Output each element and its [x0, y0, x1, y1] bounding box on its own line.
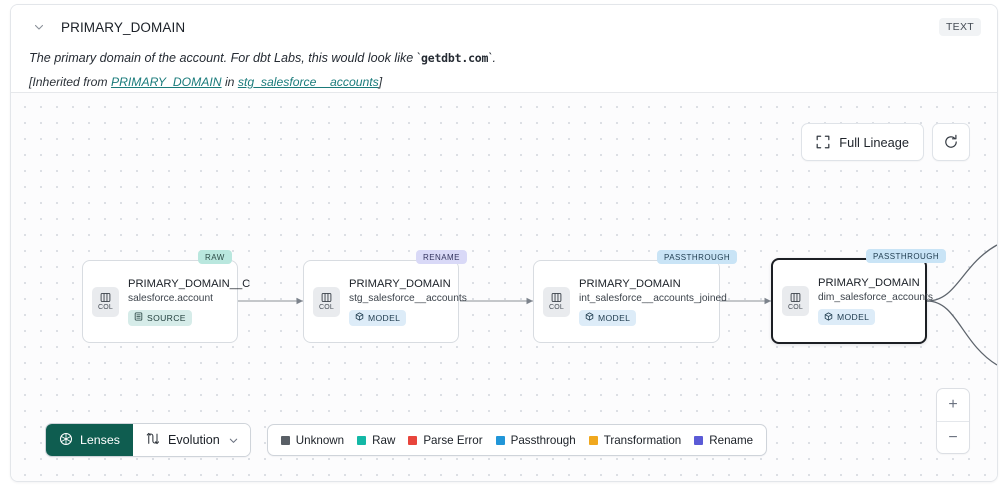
evolution-label: Evolution — [167, 433, 220, 447]
node-2-chip-label: COL — [319, 304, 334, 311]
lineage-node-1[interactable]: RAW COL PRIMARY_DOMAIN__C salesforce.acc… — [82, 250, 251, 343]
node-1-subtitle: salesforce.account — [128, 292, 213, 304]
legend-swatch-rename — [694, 435, 704, 445]
description-text-pre: The primary domain of the account. For d… — [29, 51, 421, 65]
node-4-transform-pill: PASSTHROUGH — [866, 249, 947, 263]
chevron-down-icon — [228, 435, 239, 446]
column-description: The primary domain of the account. For d… — [29, 50, 981, 66]
page-title: PRIMARY_DOMAIN — [61, 19, 186, 35]
inherited-mid: in — [221, 75, 238, 89]
node-4-subtitle: dim_salesforce_accounts — [818, 292, 933, 303]
node-4-kind-badge: MODEL — [818, 309, 876, 325]
column-icon: COL — [92, 286, 119, 317]
legend-label-passthrough: Passthrough — [510, 433, 576, 447]
legend-label-transformation: Transformation — [603, 433, 682, 447]
description-text-post: `. — [488, 51, 496, 65]
node-2-kind-label: MODEL — [368, 312, 401, 323]
lineage-node-2[interactable]: RENAME COL PRIMARY_DOMAIN stg_salesforce… — [303, 250, 467, 343]
evolution-icon — [145, 431, 160, 449]
lineage-legend: Unknown Raw Parse Error Passthrough — [266, 424, 768, 456]
zoom-in-button[interactable]: + — [948, 396, 958, 413]
status-badge: TEXT — [938, 18, 981, 36]
database-icon — [134, 312, 143, 323]
legend-label-raw: Raw — [372, 433, 396, 447]
node-3-transform-pill: PASSTHROUGH — [657, 250, 738, 264]
node-3-column-name: PRIMARY_DOMAIN — [579, 277, 681, 290]
lineage-node-3[interactable]: PASSTHROUGH COL PRIMARY_DOMAIN int_sales… — [533, 250, 738, 343]
inherited-model-link[interactable]: stg_salesforce__accounts — [237, 75, 379, 89]
node-3-subtitle: int_salesforce__accounts_joined — [579, 292, 727, 304]
full-lineage-button[interactable]: Full Lineage — [801, 123, 924, 161]
expand-icon — [816, 135, 830, 149]
description-code: getdbt.com — [421, 51, 489, 65]
legend-swatch-parse-error — [408, 435, 418, 445]
legend-item-passthrough: Passthrough — [495, 433, 576, 447]
node-1-kind-badge: SOURCE — [128, 309, 192, 326]
node-3-kind-label: MODEL — [598, 312, 631, 323]
refresh-button[interactable] — [932, 123, 970, 161]
node-3-chip-label: COL — [549, 304, 564, 311]
cube-icon — [824, 311, 833, 323]
legend-item-transformation: Transformation — [588, 433, 682, 447]
lenses-label: Lenses — [80, 433, 120, 447]
cube-icon — [585, 312, 594, 323]
node-4-column-name: PRIMARY_DOMAIN — [818, 277, 920, 289]
node-2-column-name: PRIMARY_DOMAIN — [349, 277, 451, 290]
full-lineage-label: Full Lineage — [839, 134, 909, 150]
node-3-kind-badge: MODEL — [579, 309, 637, 326]
legend-swatch-passthrough — [495, 435, 505, 445]
node-4-kind-label: MODEL — [837, 312, 870, 322]
legend-item-parse-error: Parse Error — [408, 433, 483, 447]
zoom-controls: + − — [936, 388, 970, 454]
column-icon: COL — [543, 286, 570, 317]
legend-swatch-transformation — [588, 435, 598, 445]
inherited-prefix: [Inherited from — [29, 75, 111, 89]
legend-swatch-raw — [357, 435, 367, 445]
lenses-group: Lenses Evolution — [45, 423, 251, 457]
canvas-toolbar: Full Lineage — [801, 123, 970, 161]
lineage-edges — [238, 244, 997, 366]
node-4-chip-label: COL — [788, 303, 803, 311]
node-2-subtitle: stg_salesforce__accounts — [349, 292, 467, 304]
legend-label-parse-error: Parse Error — [423, 433, 483, 447]
column-detail-card: PRIMARY_DOMAIN TEXT The primary domain o… — [10, 4, 998, 482]
node-2-transform-pill: RENAME — [416, 250, 467, 264]
legend-item-unknown: Unknown — [280, 433, 345, 447]
evolution-dropdown[interactable]: Evolution — [132, 424, 250, 456]
refresh-icon — [943, 134, 959, 150]
node-1-column-name: PRIMARY_DOMAIN__C — [128, 277, 251, 290]
zoom-out-button[interactable]: − — [937, 421, 969, 453]
column-header: PRIMARY_DOMAIN TEXT The primary domain o… — [11, 5, 997, 91]
inherited-suffix: ] — [378, 75, 383, 89]
inherited-column-link[interactable]: PRIMARY_DOMAIN — [110, 75, 222, 89]
node-1-chip-label: COL — [98, 304, 113, 311]
legend-item-rename: Rename — [694, 434, 753, 447]
legend-item-raw: Raw — [357, 434, 395, 447]
canvas-bottom-bar: Lenses Evolution — [45, 423, 768, 457]
legend-swatch-unknown — [280, 435, 290, 445]
lineage-node-4[interactable]: PASSTHROUGH COL PRIMARY_DOMAIN dim_sales… — [771, 249, 947, 344]
cube-icon — [355, 312, 364, 323]
chevron-down-icon[interactable] — [31, 19, 47, 35]
lenses-button[interactable]: Lenses — [46, 424, 133, 456]
inherited-from-note: [Inherited from PRIMARY_DOMAIN in stg_sa… — [29, 75, 981, 89]
node-1-transform-pill: RAW — [198, 250, 232, 264]
column-icon: COL — [782, 286, 809, 316]
lineage-canvas[interactable]: Full Lineage RAW — [11, 92, 997, 481]
node-2-kind-badge: MODEL — [349, 309, 407, 326]
legend-label-unknown: Unknown — [295, 433, 345, 447]
legend-label-rename: Rename — [709, 433, 754, 447]
column-icon: COL — [313, 286, 340, 317]
node-1-kind-label: SOURCE — [147, 312, 186, 323]
aperture-icon — [59, 432, 73, 449]
